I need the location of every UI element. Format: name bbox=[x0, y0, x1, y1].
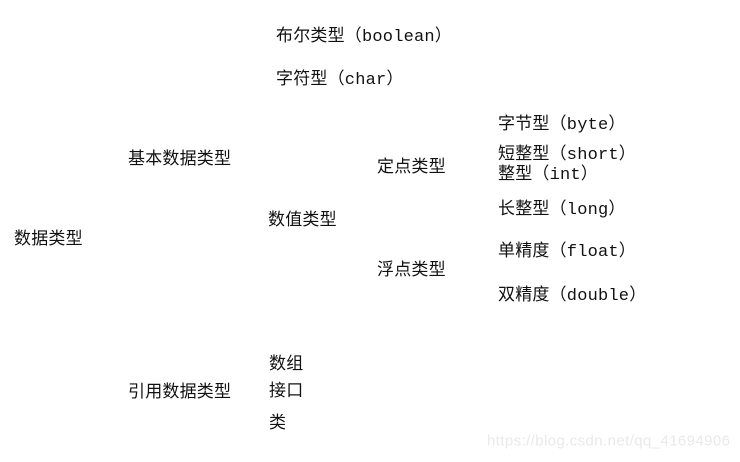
watermark: https://blog.csdn.net/qq_41694906 bbox=[487, 432, 731, 450]
brace-root bbox=[97, 49, 128, 432]
node-interface: 接口 bbox=[269, 382, 304, 402]
node-numeric-types: 数值类型 bbox=[268, 211, 337, 231]
node-class: 类 bbox=[269, 414, 287, 434]
node-float: 单精度（float） bbox=[498, 242, 637, 262]
node-long: 长整型（long） bbox=[498, 200, 626, 220]
brace-fixed-point-types bbox=[452, 107, 483, 225]
node-reference-data-types: 引用数据类型 bbox=[128, 383, 232, 403]
node-array: 数组 bbox=[269, 355, 304, 375]
node-int: 整型（int） bbox=[498, 165, 599, 185]
node-fixed-point-types: 定点类型 bbox=[377, 158, 446, 178]
node-basic-data-types: 基本数据类型 bbox=[128, 150, 232, 170]
node-char: 字符型（char） bbox=[276, 70, 404, 90]
brace-basic-types bbox=[238, 16, 278, 306]
brace-numeric-types bbox=[346, 140, 373, 304]
node-byte: 字节型（byte） bbox=[498, 115, 626, 135]
brace-reference-types bbox=[242, 351, 264, 432]
brace-floating-point-types bbox=[459, 228, 485, 315]
node-short: 短整型（short） bbox=[498, 145, 637, 165]
node-double: 双精度（double） bbox=[498, 286, 647, 306]
node-floating-point-types: 浮点类型 bbox=[377, 261, 446, 281]
node-root: 数据类型 bbox=[14, 230, 83, 250]
node-boolean: 布尔类型（boolean） bbox=[276, 27, 453, 47]
